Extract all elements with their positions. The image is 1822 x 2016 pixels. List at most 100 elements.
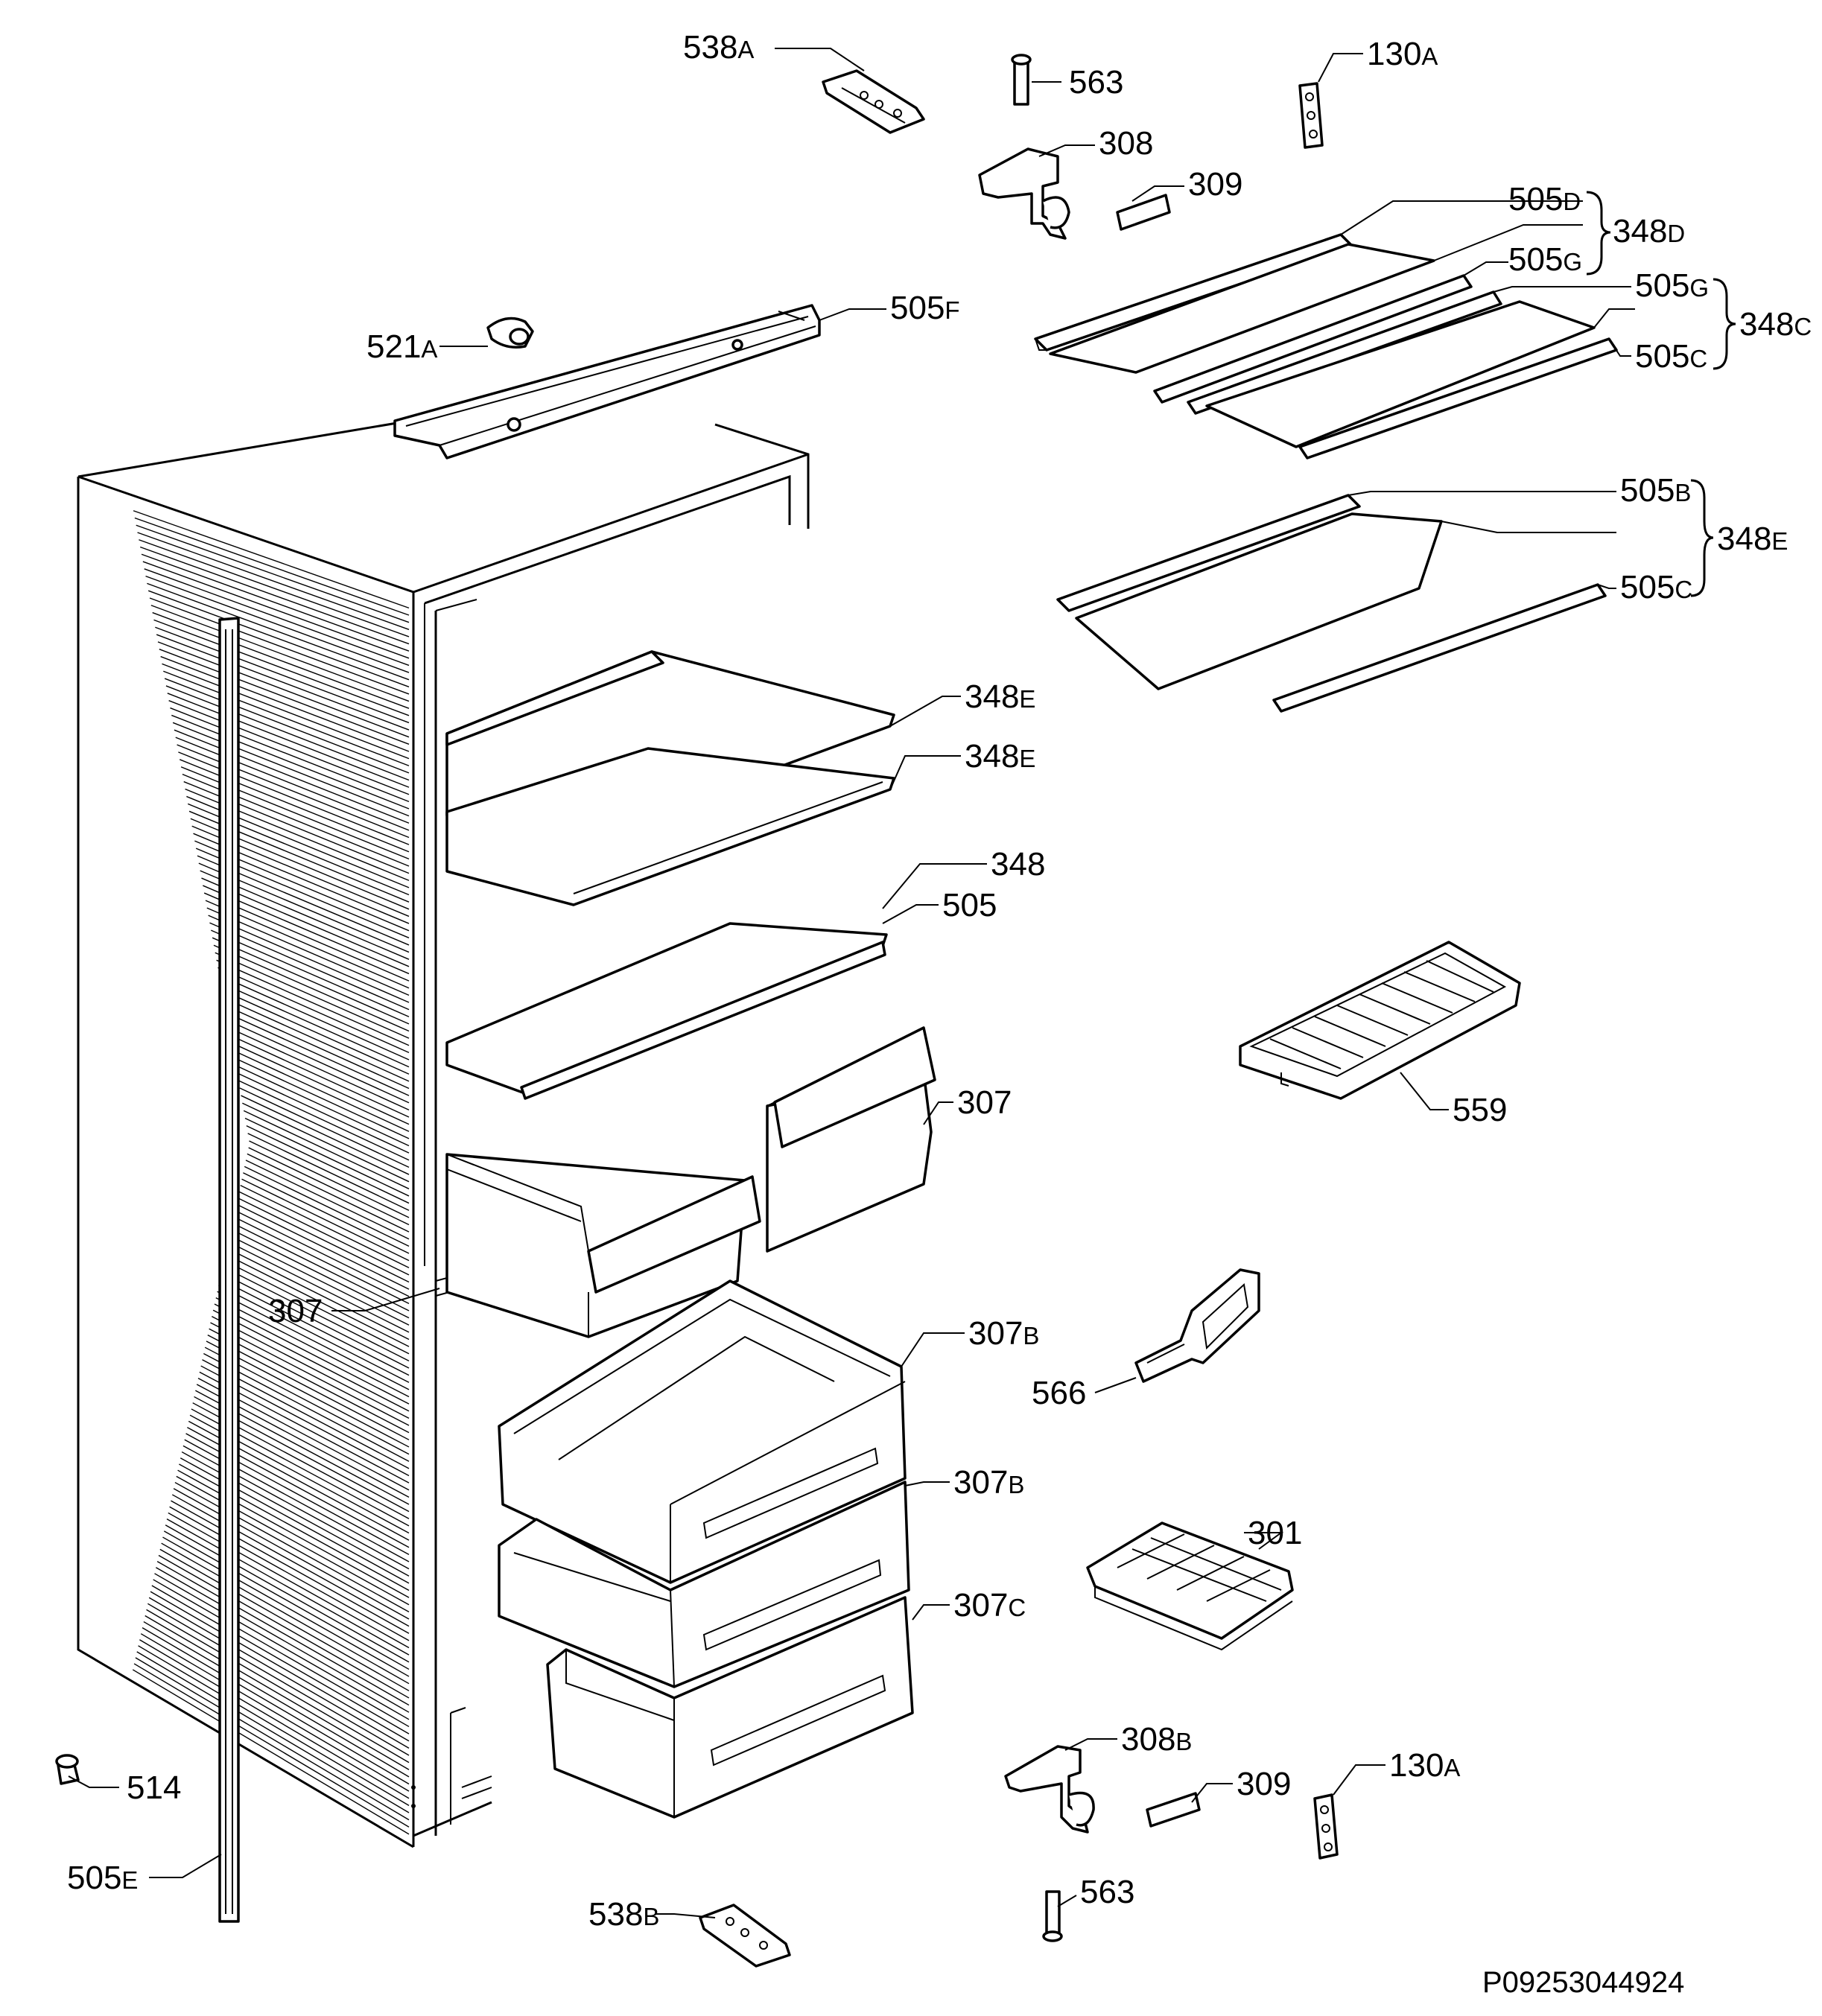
label-308b: 308B xyxy=(1121,1721,1192,1758)
label-308: 308 xyxy=(1099,125,1153,162)
hinge-538a xyxy=(822,69,925,134)
hatch-line xyxy=(235,1209,410,1297)
hatch-line xyxy=(206,907,410,996)
hinge-bracket-308 xyxy=(978,147,1070,240)
label-521a: 521A xyxy=(366,328,437,365)
hatch-line xyxy=(138,1645,410,1806)
hatch-line xyxy=(135,1657,410,1821)
hatch-line xyxy=(207,1334,410,1440)
drawing-code: P09253044924 xyxy=(1482,1966,1684,1999)
hatch-line xyxy=(209,1328,410,1434)
hatch-line xyxy=(163,670,410,766)
hatch-line xyxy=(151,1585,410,1734)
hatch-line xyxy=(159,649,410,745)
pin-563-top xyxy=(1011,54,1032,106)
hatch-line xyxy=(161,1542,410,1685)
brace-348d xyxy=(1586,191,1611,276)
hatch-line xyxy=(239,1087,410,1168)
label-301: 301 xyxy=(1248,1515,1302,1551)
hatch-line xyxy=(172,722,410,817)
button-521a xyxy=(486,317,534,349)
hatch-line xyxy=(157,641,410,738)
hatch-line xyxy=(165,1524,410,1663)
hatch-line xyxy=(153,619,410,716)
hatch-line xyxy=(163,1530,410,1670)
label-307b-2: 307B xyxy=(953,1464,1024,1501)
hatch-line xyxy=(177,1469,410,1598)
hatch-line xyxy=(218,967,410,1054)
hatch-line xyxy=(238,1191,410,1276)
hatch-line xyxy=(212,937,410,1025)
hatch-line xyxy=(241,1095,410,1175)
hatch-line xyxy=(142,561,410,659)
hatch-line xyxy=(179,1463,410,1592)
label-505c-1: 505C xyxy=(1635,338,1707,375)
hatch-line xyxy=(223,1259,410,1355)
hatch-line xyxy=(220,1272,410,1369)
hatch-line xyxy=(225,1253,410,1347)
hatch-line xyxy=(171,1494,410,1627)
leader-lines xyxy=(68,48,1635,1918)
hatch-line xyxy=(134,517,410,616)
hatch-line xyxy=(238,1080,410,1161)
hatch-line xyxy=(209,922,410,1011)
tray-559 xyxy=(1239,941,1521,1100)
shelf-348-glass xyxy=(445,922,888,1100)
hatch-line xyxy=(160,655,410,752)
hatch-line xyxy=(146,1609,410,1764)
hatch-line xyxy=(226,1020,410,1104)
hatch-line xyxy=(169,1506,410,1641)
hatch-line xyxy=(159,1548,410,1691)
hatch-line xyxy=(136,1651,410,1813)
label-130a-bottom: 130A xyxy=(1389,1747,1460,1784)
hatch-line xyxy=(145,575,410,673)
hatch-line xyxy=(133,510,410,609)
hatch-line xyxy=(166,1518,410,1656)
hatch-line xyxy=(150,1591,410,1742)
hatch-line xyxy=(231,1042,410,1125)
hinge-538b xyxy=(699,1904,791,1968)
label-505e: 505E xyxy=(67,1860,138,1896)
shelf-348e-right xyxy=(1056,494,1607,713)
hatch-line xyxy=(216,959,410,1046)
hatch-line xyxy=(145,1615,410,1770)
hatch-line xyxy=(139,546,410,645)
hatch-line xyxy=(168,700,410,795)
label-559: 559 xyxy=(1453,1092,1507,1128)
freezer-drawer-307c xyxy=(546,1596,914,1819)
hatch-line xyxy=(158,1554,410,1699)
label-307b-1: 307B xyxy=(968,1315,1039,1352)
hatch-line xyxy=(133,1663,410,1828)
hatch-line xyxy=(140,1633,410,1792)
label-505b: 505B xyxy=(1620,472,1691,509)
drawer-307-left xyxy=(445,1153,761,1338)
label-538b: 538B xyxy=(588,1896,659,1933)
hatch-line xyxy=(165,685,410,781)
freezer-drawer-307b-top xyxy=(498,1279,907,1584)
label-563-top: 563 xyxy=(1069,64,1123,101)
hatch-line xyxy=(213,944,410,1032)
pin-563-bottom xyxy=(1042,1890,1063,1942)
brace-348e-right xyxy=(1690,479,1714,597)
hatch-line xyxy=(247,1153,410,1233)
hatch-line xyxy=(228,1027,410,1111)
hatch-line xyxy=(154,1573,410,1720)
hatch-line xyxy=(170,707,410,803)
hatch-line xyxy=(162,1536,410,1677)
hatch-line xyxy=(236,1072,410,1154)
label-309-bottom: 309 xyxy=(1237,1766,1291,1802)
hatch-line xyxy=(176,1475,410,1606)
hatch-line xyxy=(164,678,410,774)
hatch-line xyxy=(223,997,410,1082)
hatch-line xyxy=(227,1241,410,1333)
label-505g-2: 505G xyxy=(1635,267,1709,304)
label-348e-2: 348E xyxy=(965,738,1035,775)
hatch-line xyxy=(139,539,410,637)
hatch-line xyxy=(156,634,410,731)
hatch-line xyxy=(229,1034,410,1118)
hatch-line xyxy=(211,929,410,1017)
ice-cube-tray-301 xyxy=(1086,1521,1294,1651)
label-505c-2: 505C xyxy=(1620,569,1692,605)
hatch-line xyxy=(218,1285,410,1383)
hinge-plate-130a-top xyxy=(1298,82,1324,149)
